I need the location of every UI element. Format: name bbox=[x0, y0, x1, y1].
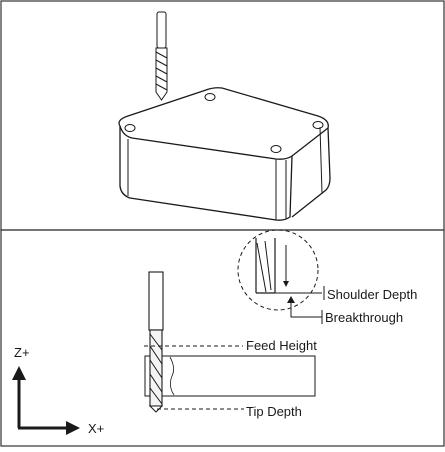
block-hole bbox=[204, 93, 216, 101]
block-front-face bbox=[119, 126, 293, 221]
breakthrough-label: Breakthrough bbox=[325, 310, 403, 325]
block-top-face bbox=[118, 87, 329, 160]
block bbox=[118, 87, 331, 221]
block-edge-line bbox=[319, 126, 323, 194]
block-right-face bbox=[291, 127, 331, 218]
shoulder-depth-label: Shoulder Depth bbox=[327, 287, 417, 302]
z-axis-arrowhead bbox=[12, 366, 26, 380]
top-panel-frame bbox=[0, 0, 445, 231]
detail-arrowhead bbox=[283, 281, 289, 287]
axes-indicator bbox=[12, 366, 80, 435]
breakthrough-arrowhead bbox=[287, 296, 295, 303]
detail-circle bbox=[237, 229, 319, 311]
stock-break-line bbox=[169, 356, 175, 396]
bottom-panel-frame bbox=[0, 229, 445, 447]
block-hole bbox=[270, 145, 282, 153]
drill-bit-side bbox=[148, 271, 164, 413]
detail-flute bbox=[264, 240, 272, 291]
x-axis-label: X+ bbox=[88, 421, 104, 436]
z-axis-label: Z+ bbox=[14, 345, 30, 360]
top-panel bbox=[118, 11, 331, 221]
drill-bit-top bbox=[155, 11, 168, 101]
block-hole bbox=[312, 121, 324, 129]
tip-depth-label: Tip Depth bbox=[246, 404, 302, 419]
detail-magnifier bbox=[237, 229, 322, 311]
feed-height-label: Feed Height bbox=[246, 338, 317, 353]
drill-flute-lines bbox=[155, 51, 168, 91]
detail-flute bbox=[256, 242, 267, 293]
drill-flute-body bbox=[155, 47, 168, 101]
drill-shank bbox=[156, 11, 167, 49]
stock-block bbox=[144, 355, 316, 397]
block-hole bbox=[124, 124, 136, 132]
breakthrough-leader bbox=[290, 298, 322, 318]
x-axis-arrowhead bbox=[66, 421, 80, 435]
drill-shank-side bbox=[148, 271, 164, 331]
drill-flutes-side bbox=[149, 333, 163, 405]
bottom-panel: Shoulder Depth Breakthrough Feed Height … bbox=[12, 229, 417, 436]
